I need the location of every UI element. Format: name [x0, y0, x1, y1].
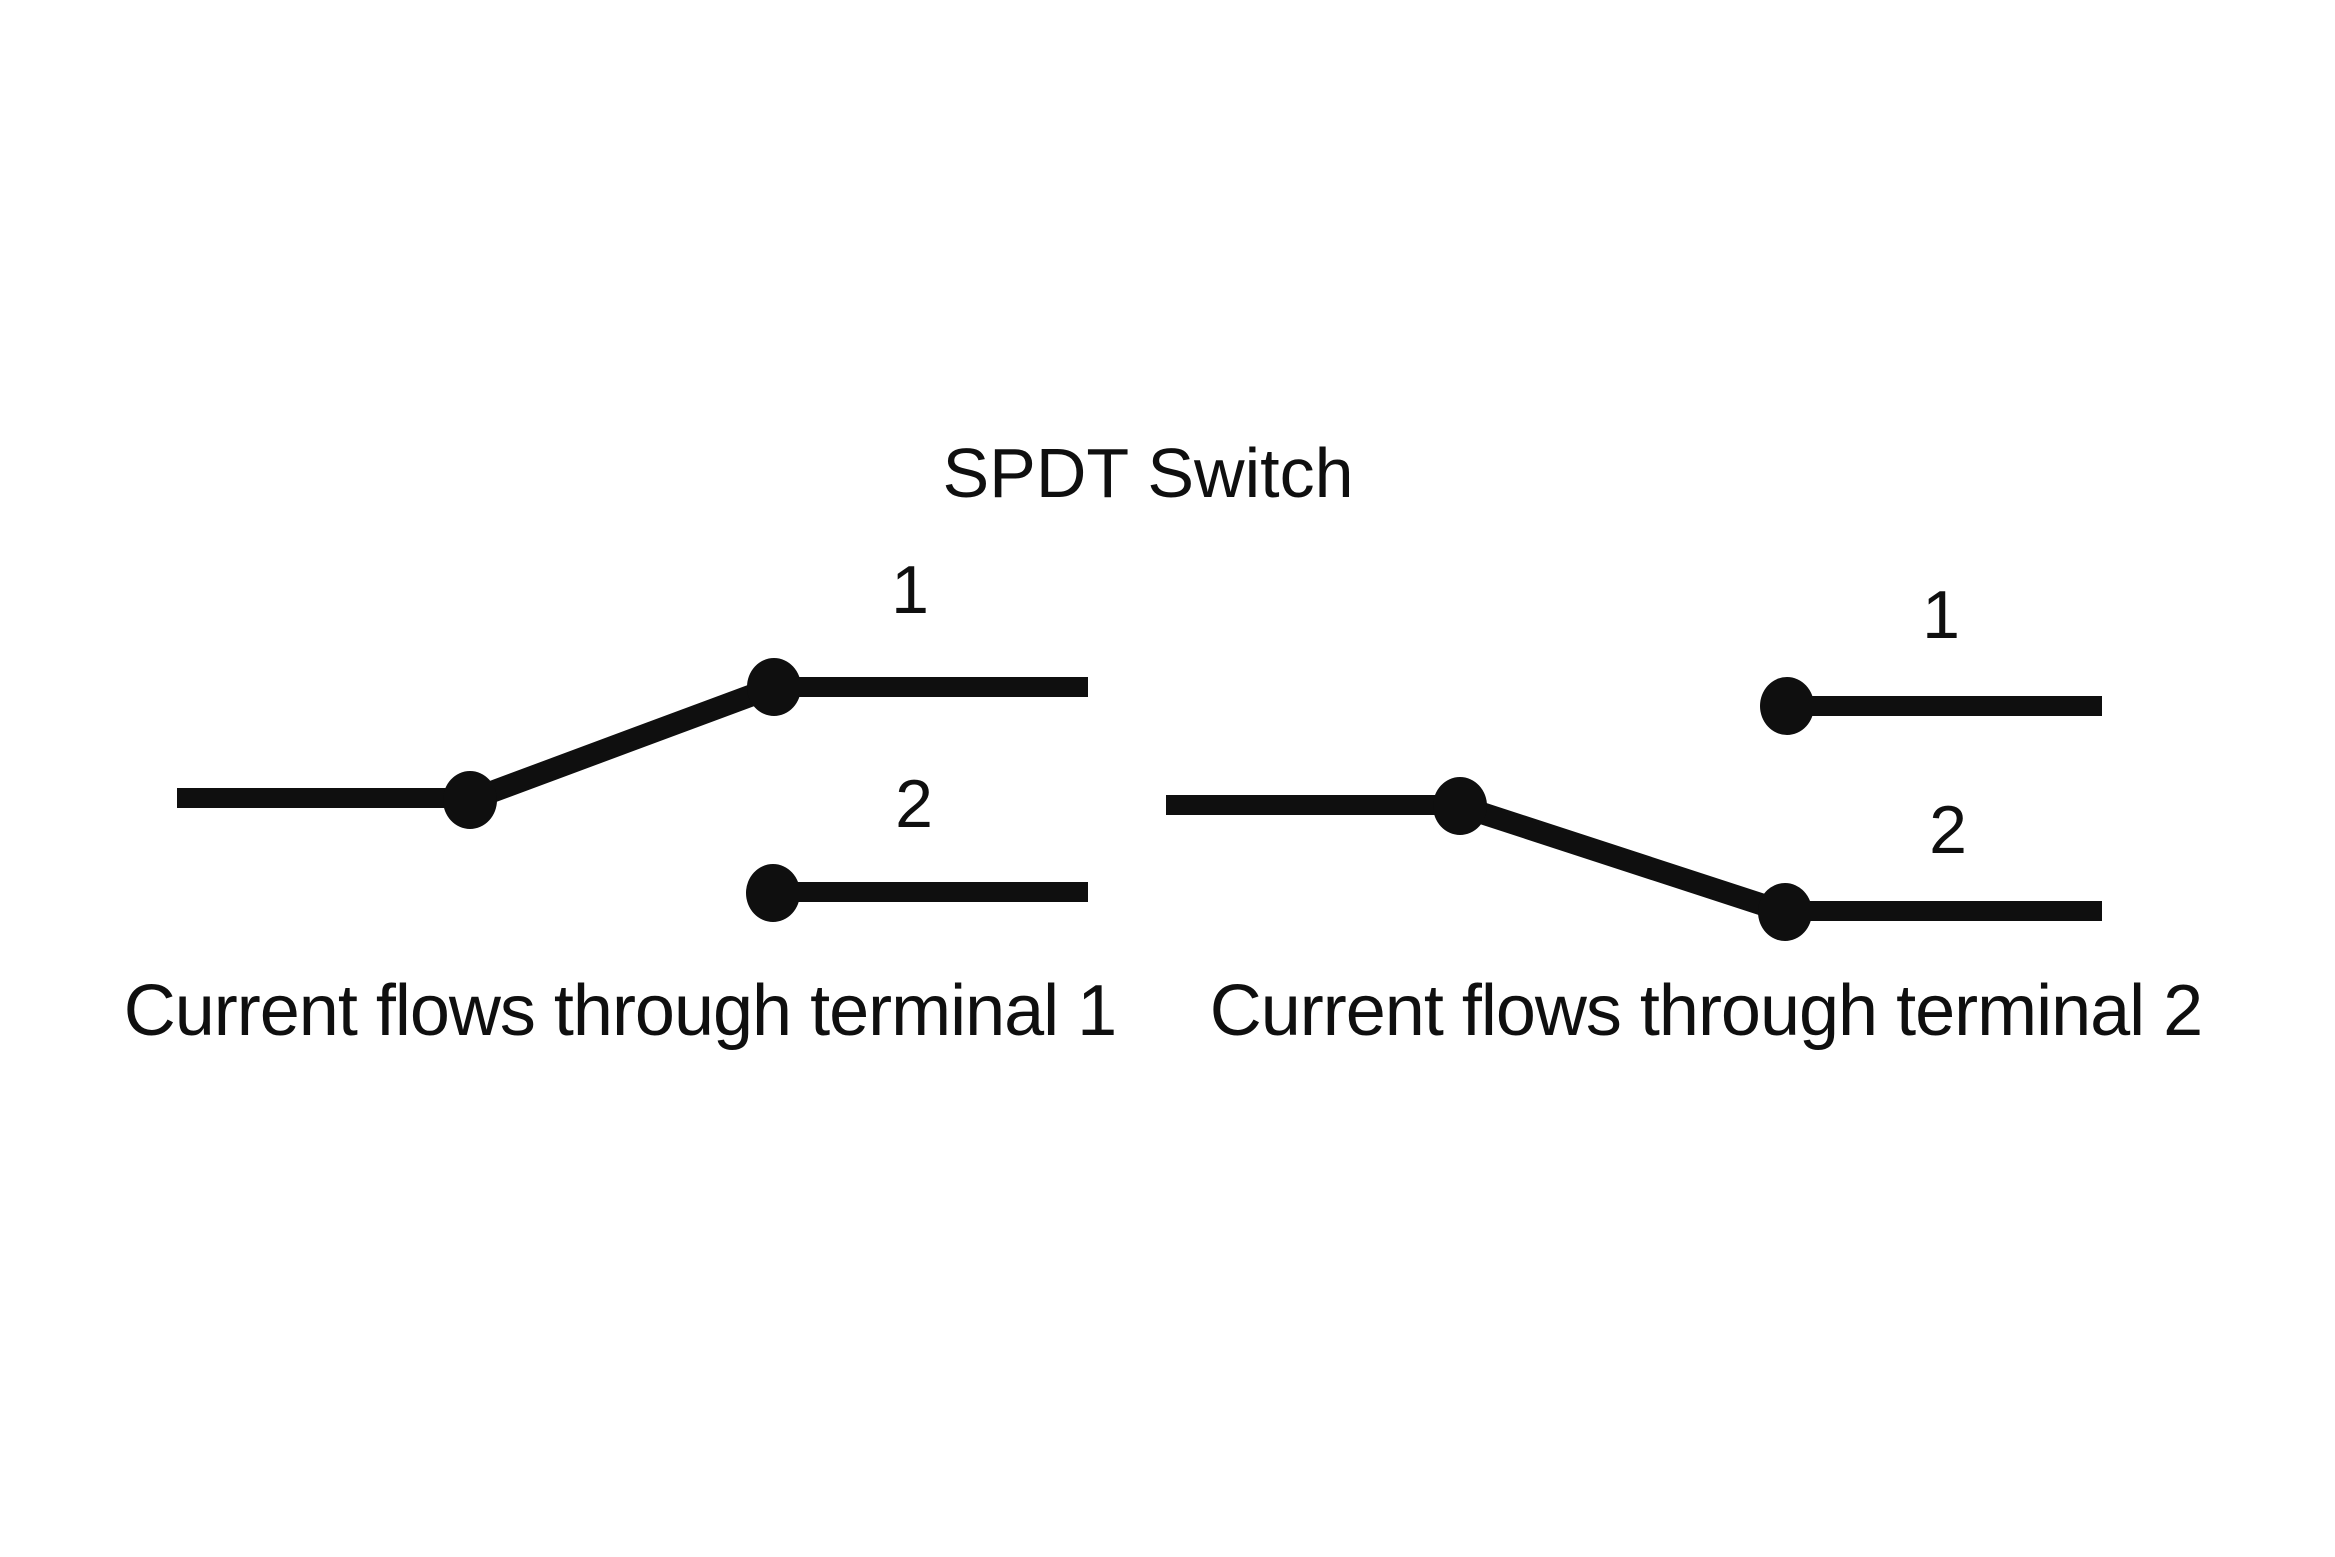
state-caption: Current flows through terminal 1 [124, 971, 1116, 1051]
terminal-2-label: 2 [895, 766, 933, 842]
common-pole-dot [1433, 777, 1487, 835]
spdt-state-terminal-1-group: 1 2 Current flows through terminal 1 [124, 552, 1117, 1051]
switch-lever [466, 676, 778, 811]
spdt-state-terminal-2-group: 1 2 Current flows through terminal 2 [1166, 577, 2203, 1051]
terminal-1-label: 1 [1922, 577, 1960, 653]
state-caption: Current flows through terminal 2 [1210, 971, 2202, 1051]
common-pole-dot [443, 771, 497, 829]
terminal-1-label: 1 [891, 552, 929, 628]
terminal-2-label: 2 [1929, 792, 1967, 868]
switch-lever [1456, 795, 1789, 923]
diagram-title: SPDT Switch [942, 434, 1353, 512]
